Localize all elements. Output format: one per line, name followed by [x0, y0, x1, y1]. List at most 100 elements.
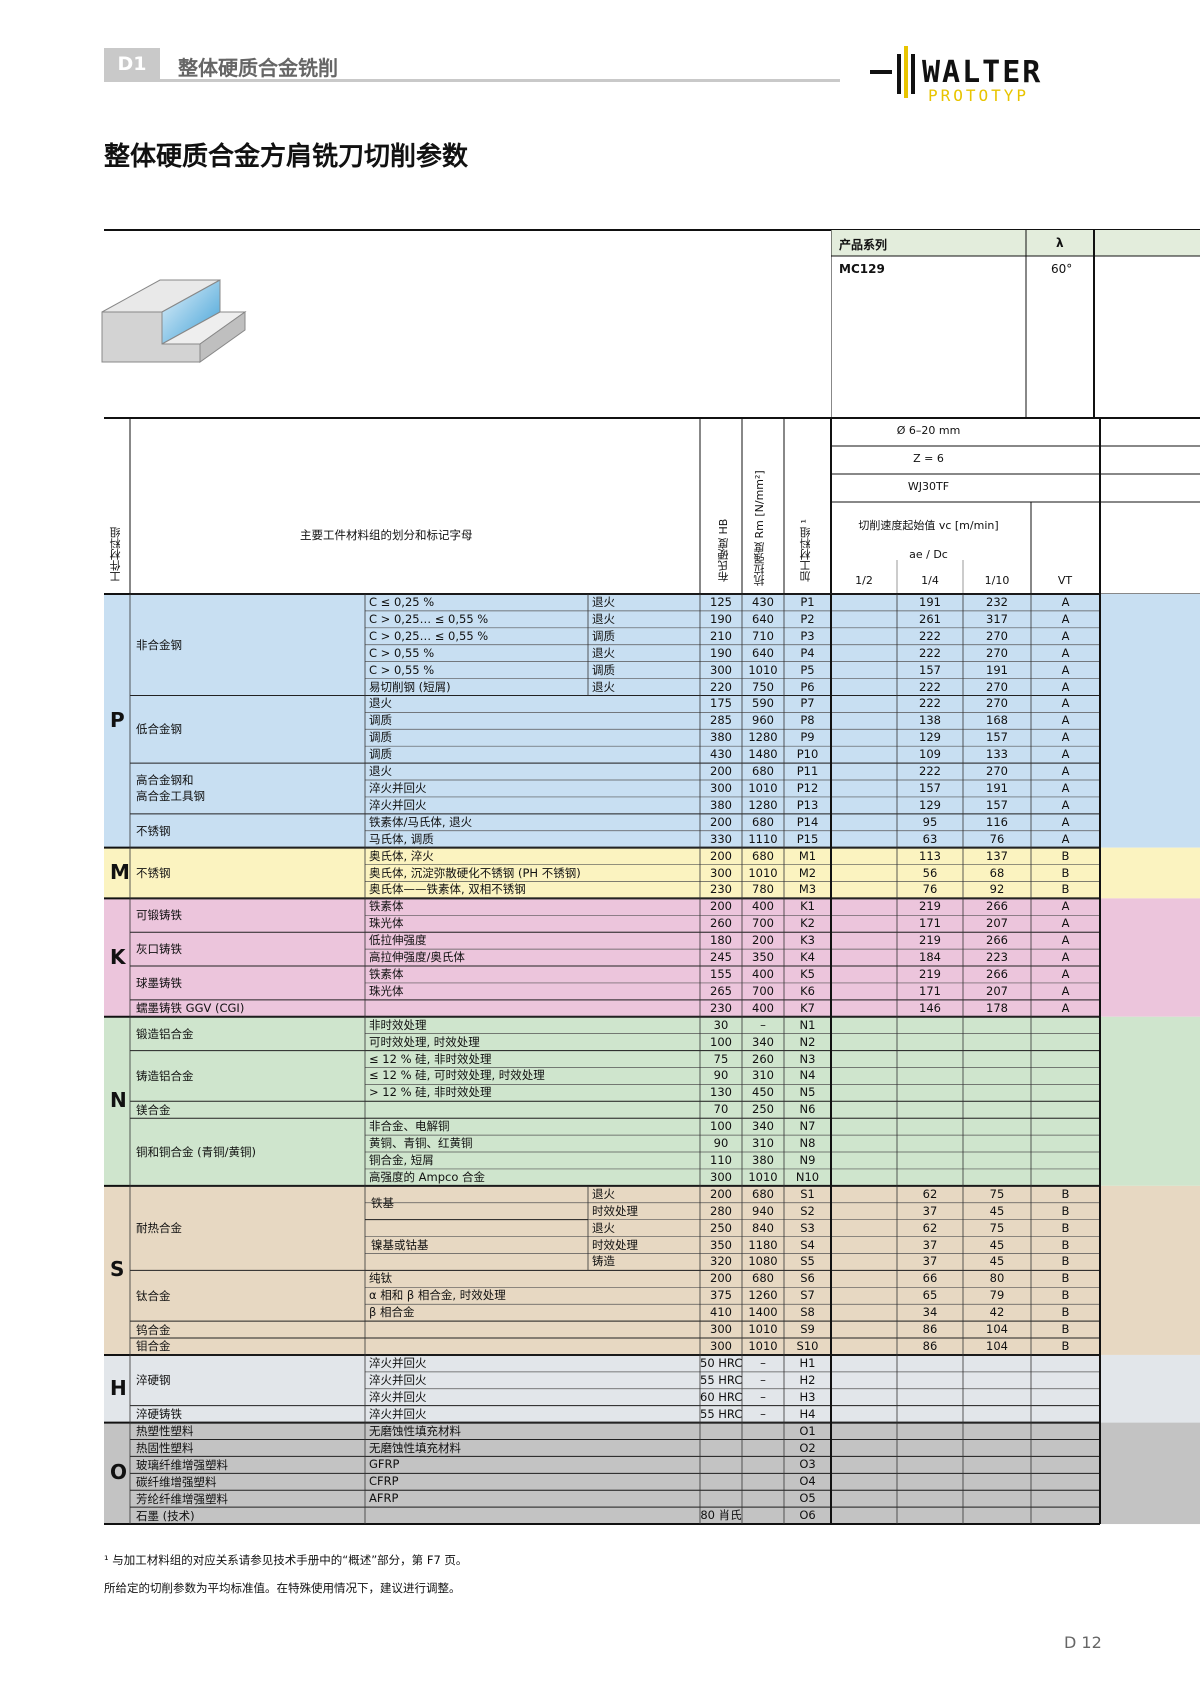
- tensile-rm: –: [760, 1406, 766, 1421]
- vt-value: B: [1061, 1237, 1070, 1252]
- heat-treatment: 调质: [592, 662, 615, 677]
- material-code: O3: [799, 1457, 816, 1472]
- vt-value: A: [1061, 611, 1070, 626]
- tensile-rm: 680: [752, 764, 774, 779]
- material-detail: 调质: [369, 713, 392, 728]
- vt-value: B: [1061, 1271, 1070, 1286]
- vt-value: A: [1061, 662, 1070, 677]
- tensile-rm: 1010: [748, 1339, 778, 1354]
- vc-tenth: 266: [986, 967, 1008, 982]
- vc-quarter: 63: [922, 831, 938, 846]
- material-code: S8: [800, 1305, 815, 1320]
- vt-value: A: [1061, 814, 1070, 829]
- vc-quarter: 129: [919, 797, 941, 812]
- tensile-rm: 700: [752, 983, 774, 998]
- subgroup-name: 耐热合金: [136, 1221, 182, 1236]
- material-code: P11: [796, 764, 819, 779]
- vc-quarter: 113: [919, 848, 941, 863]
- material-code: M2: [798, 865, 817, 880]
- tensile-rm: 1400: [748, 1305, 778, 1320]
- hardness-hb: 200: [710, 848, 732, 863]
- tensile-rm: 350: [752, 950, 774, 965]
- material-code: P5: [800, 662, 815, 677]
- vc-tenth: 270: [986, 696, 1008, 711]
- vc-quarter: 157: [919, 781, 941, 795]
- material-code: O4: [799, 1474, 816, 1489]
- material-code: N2: [799, 1034, 816, 1049]
- material-code: P9: [800, 730, 815, 745]
- vc-tenth: 80: [989, 1271, 1005, 1286]
- vc-tenth: 116: [986, 814, 1008, 829]
- material-code: P3: [800, 628, 815, 643]
- hardness-hb: 200: [710, 1186, 732, 1201]
- group-letter-s: S: [110, 1257, 125, 1282]
- vc-tenth: 168: [986, 713, 1008, 728]
- material-detail: 珠光体: [369, 983, 404, 998]
- material-code: O1: [799, 1423, 816, 1438]
- material-code: O2: [799, 1440, 816, 1455]
- subgroup-name: 热塑性塑料: [136, 1424, 194, 1439]
- vc-quarter: 222: [919, 628, 941, 643]
- vc-quarter: 86: [922, 1322, 938, 1337]
- hardness-hb: 210: [710, 628, 732, 643]
- hardness-hb: 100: [710, 1119, 732, 1134]
- material-detail: C > 0,55 %: [369, 645, 435, 660]
- tensile-rm: 430: [752, 595, 774, 609]
- vt-value: B: [1061, 882, 1070, 897]
- material-code: H2: [799, 1372, 816, 1387]
- vc-tenth: 270: [986, 628, 1008, 643]
- series-value: MC129: [839, 262, 885, 276]
- vc-quarter: 76: [922, 882, 938, 897]
- vt-value: B: [1061, 1203, 1070, 1218]
- tensile-rm: 590: [752, 696, 774, 711]
- hardness-hb: 380: [710, 797, 732, 812]
- material-detail: 退火: [369, 764, 392, 779]
- material-code: H4: [799, 1406, 816, 1421]
- diameter-range: Ø 6–20 mm: [896, 424, 961, 437]
- vc-quarter: 184: [919, 950, 941, 965]
- vc-tenth: 75: [989, 1186, 1005, 1201]
- col-quarter: 1/4: [921, 574, 939, 587]
- material-detail: 淬火并回火: [369, 1389, 427, 1404]
- subgroup-name: 淬硬钢: [136, 1373, 171, 1388]
- subgroup-name: 锻造铝合金: [136, 1026, 194, 1041]
- material-detail: GFRP: [369, 1457, 400, 1472]
- heat-treatment: 退火: [592, 1220, 615, 1235]
- vc-tenth: 178: [986, 1000, 1008, 1015]
- vt-value: A: [1061, 781, 1070, 795]
- header-rule: [104, 79, 840, 82]
- hardness-hb: 190: [710, 645, 732, 660]
- material-code: P7: [800, 696, 815, 711]
- material-detail: 非时效处理: [369, 1017, 427, 1032]
- tensile-rm: 450: [752, 1085, 774, 1100]
- subgroup-name: 钛合金: [136, 1288, 171, 1303]
- material-code: P8: [800, 713, 815, 728]
- material-code: P2: [800, 611, 815, 626]
- vc-tenth: 191: [986, 662, 1008, 677]
- section-tag: D1: [104, 48, 160, 80]
- vc-quarter: 191: [919, 595, 941, 609]
- material-detail: 纯钛: [369, 1271, 392, 1286]
- material-code: K6: [800, 983, 815, 998]
- hardness-hb: 200: [710, 1271, 732, 1286]
- vc-quarter: 222: [919, 764, 941, 779]
- vc-tenth: 137: [986, 848, 1008, 863]
- hardness-hb: 245: [710, 950, 732, 965]
- subgroup-name: 球墨铸铁: [136, 975, 182, 990]
- vc-tenth: 45: [989, 1203, 1005, 1218]
- material-code: S7: [800, 1288, 815, 1303]
- tensile-rm: 1110: [748, 831, 778, 846]
- hardness-hb: 80 肖氏: [700, 1508, 742, 1523]
- hardness-hb: 300: [710, 1322, 732, 1337]
- material-detail: 淬火并回火: [369, 797, 427, 812]
- heat-treatment: 铸造: [592, 1254, 615, 1269]
- material-code: K5: [800, 967, 815, 982]
- tensile-rm: 1010: [748, 662, 778, 677]
- vc-tenth: 42: [989, 1305, 1005, 1320]
- subgroup-name: 铸造铝合金: [136, 1068, 194, 1083]
- material-code: N4: [799, 1068, 816, 1083]
- tensile-rm: 250: [752, 1102, 774, 1117]
- vc-tenth: 76: [989, 831, 1005, 846]
- vt-value: B: [1061, 1186, 1070, 1201]
